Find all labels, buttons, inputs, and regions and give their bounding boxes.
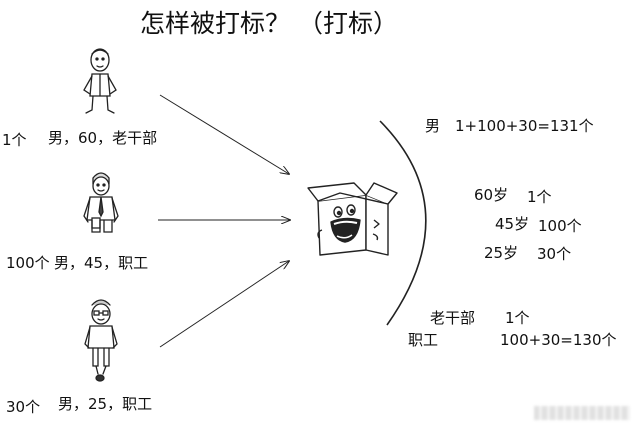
watermark bbox=[534, 406, 630, 420]
result-age-60-count: 1个 bbox=[527, 188, 552, 206]
labeling-box-icon bbox=[307, 182, 398, 256]
result-age-60: 60岁 bbox=[474, 186, 509, 204]
result-role-worker-count: 100+30=130个 bbox=[500, 331, 617, 349]
group-1-attributes: 男，60，老干部 bbox=[48, 129, 158, 147]
result-age-45-count: 100个 bbox=[538, 217, 582, 235]
group-2-count: 100个 bbox=[6, 254, 50, 272]
result-gender-formula: 1+100+30=131个 bbox=[455, 117, 594, 135]
page-title: 怎样被打标？ （打标） bbox=[140, 9, 398, 38]
old-man-icon bbox=[83, 48, 117, 114]
group-3-count: 30个 bbox=[6, 398, 41, 416]
arrow-top bbox=[159, 94, 289, 174]
young-man-icon bbox=[84, 299, 118, 382]
group-2-attributes: 男，45，职工 bbox=[54, 254, 149, 272]
result-gender-label: 男 bbox=[425, 117, 441, 135]
arrow-bottom bbox=[159, 261, 289, 348]
result-curve bbox=[379, 120, 427, 326]
group-3-attributes: 男，25，职工 bbox=[58, 395, 153, 413]
result-age-45: 45岁 bbox=[495, 215, 530, 233]
result-role-cadre-count: 1个 bbox=[505, 309, 530, 327]
result-age-25: 25岁 bbox=[484, 244, 519, 262]
worker-icon bbox=[83, 172, 119, 233]
result-role-cadre: 老干部 bbox=[430, 309, 476, 327]
result-role-worker: 职工 bbox=[408, 331, 439, 349]
result-age-25-count: 30个 bbox=[537, 245, 572, 263]
group-1-count: 1个 bbox=[2, 131, 27, 149]
